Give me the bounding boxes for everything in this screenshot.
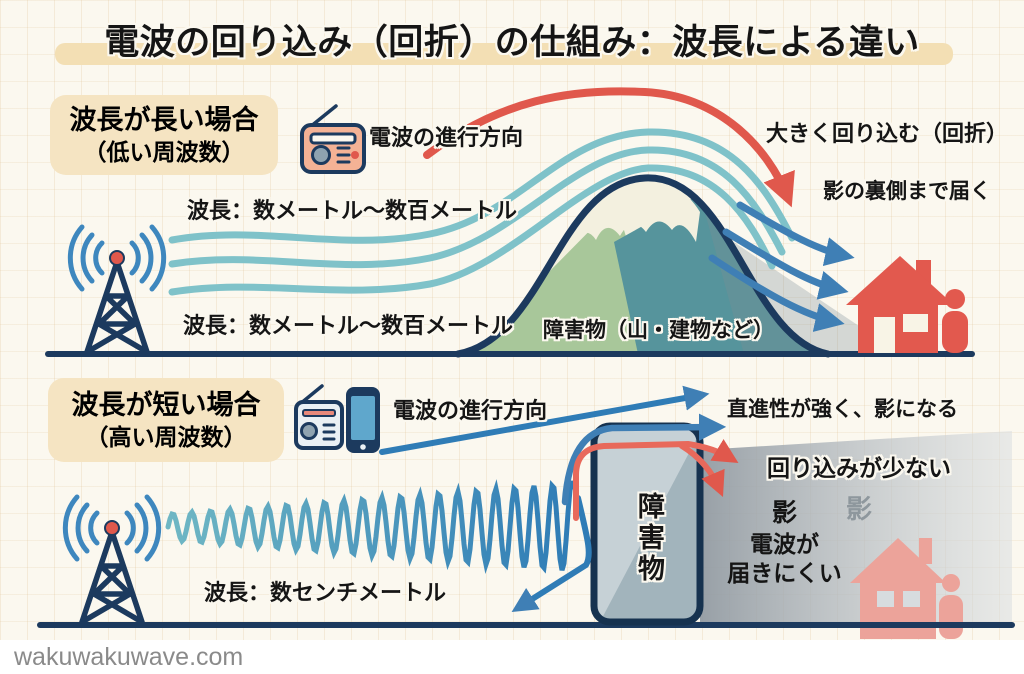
deflected-wave-arrow bbox=[511, 495, 592, 613]
case-label-line1: 波長が短い場合 bbox=[71, 389, 261, 420]
smartphone-icon bbox=[346, 387, 380, 453]
shadow-text-line1: 影 bbox=[771, 499, 797, 527]
short-wavelength-case-label: 波長が短い場合 （高い周波数） bbox=[48, 378, 284, 462]
obstacle-label: 障害物（山・建物など） bbox=[543, 319, 774, 342]
small-diffraction-arrows bbox=[573, 439, 739, 521]
shadow-area-label: 影 bbox=[846, 494, 873, 524]
short-wave-line bbox=[165, 479, 575, 574]
broadcast-tower-icon bbox=[65, 497, 158, 622]
reach-label: 影の裏側まで届く bbox=[823, 180, 991, 203]
straight-label: 直進性が強く、影になる bbox=[727, 398, 958, 421]
case-label-line2: （高い周波数） bbox=[85, 423, 247, 450]
straight-arrow bbox=[379, 385, 710, 455]
little-diffraction-label: 回り込みが少ない bbox=[767, 455, 951, 481]
shadow-house-icon bbox=[850, 538, 946, 639]
shadow-text-line2: 電波が bbox=[750, 530, 819, 557]
shadow-text-line3: 届きにくい bbox=[727, 560, 842, 587]
case-label-line1: 波長が長い場合 bbox=[69, 104, 259, 135]
obstacle-block bbox=[590, 422, 704, 626]
broadcast-tower-icon bbox=[70, 227, 163, 352]
diagram-artwork bbox=[37, 87, 1015, 639]
house-icon bbox=[846, 256, 954, 353]
shadow-person-icon bbox=[939, 574, 963, 639]
case-label-line2: （低い周波数） bbox=[83, 138, 245, 165]
obstacle-vertical-label: 障害物 bbox=[634, 492, 664, 585]
over-top-arrow bbox=[561, 413, 727, 506]
site-url: wakuwakuwave.com bbox=[14, 643, 244, 671]
descending-wave-arrows bbox=[708, 201, 855, 332]
wavelength-label: 波長：数センチメートル bbox=[204, 580, 447, 605]
diffraction-arrow bbox=[423, 87, 795, 208]
direction-label: 電波の進行方向 bbox=[393, 398, 548, 423]
wavelength-label-upper: 波長：数メートル〜数百メートル bbox=[187, 198, 518, 223]
title-highlight-bar bbox=[55, 43, 953, 65]
shadow-text-block: 影 電波が 届きにくい bbox=[702, 497, 867, 589]
radio-icon bbox=[300, 104, 366, 174]
direction-label: 電波の進行方向 bbox=[369, 125, 524, 150]
long-wave-lines bbox=[168, 128, 796, 296]
wavelength-label-lower: 波長：数メートル〜数百メートル bbox=[183, 313, 514, 338]
footer-strip: wakuwakuwave.com bbox=[0, 640, 1024, 674]
radio-icon bbox=[294, 384, 344, 450]
person-icon bbox=[942, 289, 968, 353]
long-wavelength-case-label: 波長が長い場合 （低い周波数） bbox=[50, 95, 278, 175]
page-title: 電波の回り込み（回折）の仕組み：波長による違い bbox=[104, 23, 920, 62]
diffraction-label: 大きく回り込む（回折） bbox=[766, 121, 1009, 146]
